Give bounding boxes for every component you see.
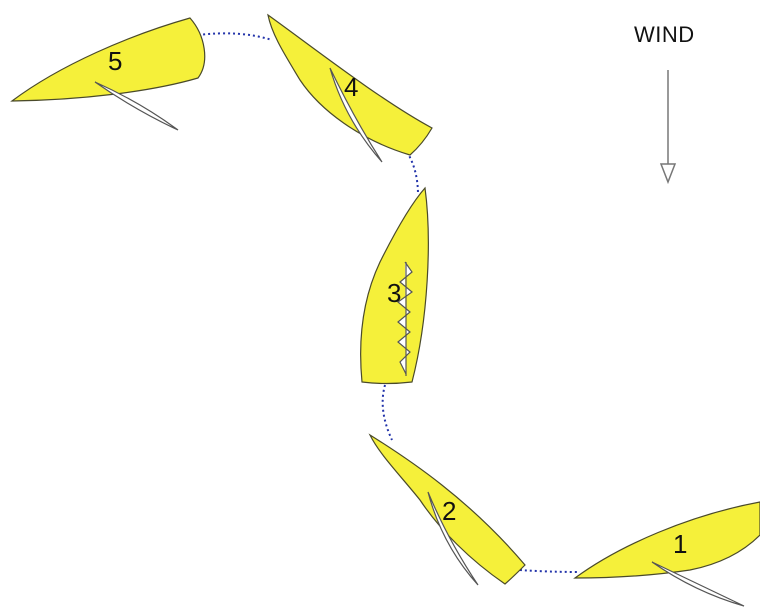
wind-indicator: WIND (634, 22, 695, 185)
dotted-course-path (197, 32, 581, 573)
boat-2-hull (368, 433, 526, 585)
boat-2: 2 (368, 433, 526, 586)
boat-1: 1 (573, 501, 760, 607)
wind-label: WIND (634, 22, 695, 47)
boat-2-number: 2 (442, 496, 456, 526)
boat-4: 4 (267, 13, 433, 163)
boat-3: 3 (359, 186, 429, 385)
boat-4-number: 4 (344, 72, 358, 102)
boat-4-sail (329, 67, 383, 163)
boat-2-sail (427, 491, 479, 586)
boat-5: 5 (10, 17, 206, 131)
boat-3-hull (359, 186, 429, 385)
boat-3-luffing-sail (397, 261, 413, 375)
boat-1-sail (651, 561, 745, 607)
boat-3-number: 3 (387, 278, 401, 308)
boat-1-number: 1 (673, 529, 687, 559)
wind-arrow-head-icon (659, 163, 677, 185)
boat-5-sail (94, 81, 179, 131)
boat-1-hull (573, 501, 760, 579)
boat-4-hull (267, 13, 433, 156)
boat-5-number: 5 (108, 46, 122, 76)
boat-5-hull (10, 17, 206, 102)
